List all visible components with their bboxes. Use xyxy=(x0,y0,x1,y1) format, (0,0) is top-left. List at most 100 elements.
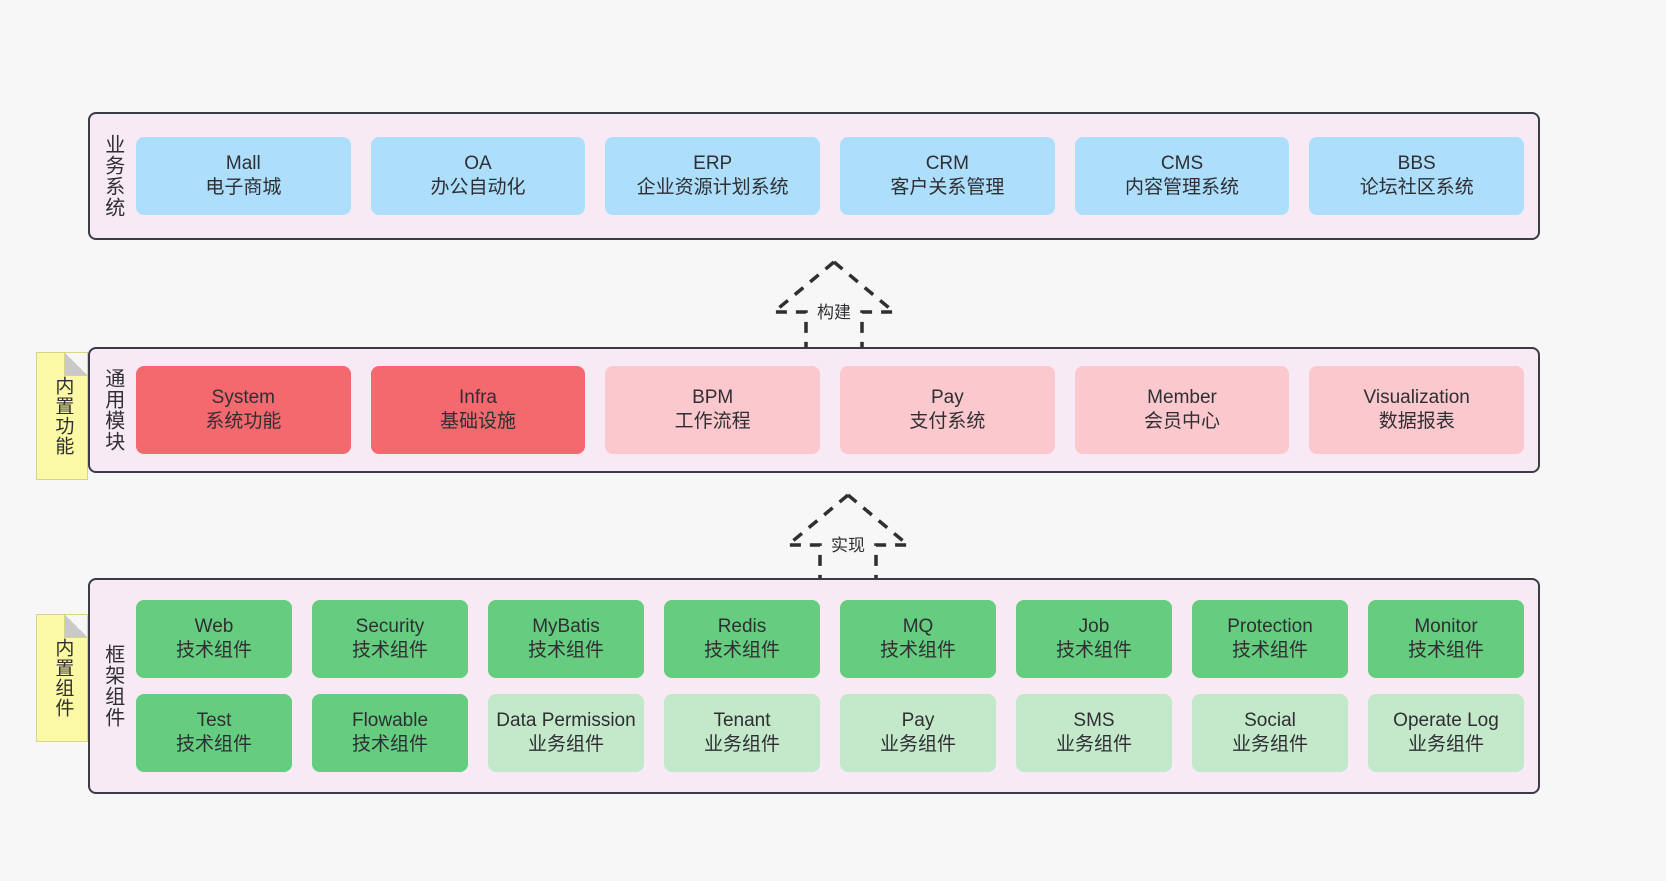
card-subtitle: 基础设施 xyxy=(440,411,517,432)
card-title: CRM xyxy=(925,152,969,174)
card-subtitle: 企业资源计划系统 xyxy=(636,177,789,198)
card-subtitle: 业务组件 xyxy=(879,734,956,755)
card-title: Test xyxy=(196,709,232,731)
card-subtitle: 数据报表 xyxy=(1378,411,1455,432)
card-subtitle: 客户关系管理 xyxy=(890,177,1005,198)
business-system-body: Mall 电子商城 OA 办公自动化 ERP 企业资源计划系统 CRM 客户关系… xyxy=(134,114,1538,238)
module-card-member[interactable]: Member 会员中心 xyxy=(1074,366,1290,454)
module-card-infra[interactable]: Infra 基础设施 xyxy=(370,366,586,454)
card-title: OA xyxy=(464,152,492,174)
card-subtitle: 业务组件 xyxy=(1407,734,1484,755)
generalization-arrow-icon xyxy=(783,493,913,581)
card-title: Visualization xyxy=(1363,386,1470,408)
card-title: MQ xyxy=(902,615,934,637)
note-label: 内置功能 xyxy=(52,376,74,456)
framework-components-body: Web 技术组件 Security 技术组件 MyBatis 技术组件 Redi… xyxy=(134,580,1538,792)
framework-card-security[interactable]: Security 技术组件 xyxy=(312,600,468,678)
card-subtitle: 会员中心 xyxy=(1144,411,1221,432)
note-label: 内置组件 xyxy=(52,638,74,718)
framework-card-mq[interactable]: MQ 技术组件 xyxy=(840,600,996,678)
folded-corner-icon xyxy=(64,615,87,638)
framework-card-test[interactable]: Test 技术组件 xyxy=(136,694,292,772)
framework-tech-row: Web 技术组件 Security 技术组件 MyBatis 技术组件 Redi… xyxy=(136,600,1524,678)
module-card-visualization[interactable]: Visualization 数据报表 xyxy=(1309,366,1525,454)
card-subtitle: 业务组件 xyxy=(1231,734,1308,755)
module-card-pay[interactable]: Pay 支付系统 xyxy=(840,366,1055,454)
business-system-card-row: Mall 电子商城 OA 办公自动化 ERP 企业资源计划系统 CRM 客户关系… xyxy=(136,137,1525,215)
business-card-cms[interactable]: CMS 内容管理系统 xyxy=(1074,137,1290,215)
card-subtitle: 技术组件 xyxy=(1055,640,1132,661)
card-title: Member xyxy=(1147,386,1217,408)
module-card-system[interactable]: System 系统功能 xyxy=(136,366,351,454)
framework-card-flowable[interactable]: Flowable 技术组件 xyxy=(312,694,468,772)
card-title: Tenant xyxy=(713,709,771,731)
card-subtitle: 技术组件 xyxy=(351,734,428,755)
card-subtitle: 系统功能 xyxy=(205,411,282,432)
card-title: Security xyxy=(355,615,425,637)
card-title: Mall xyxy=(225,152,261,174)
card-title: Job xyxy=(1078,615,1110,637)
card-subtitle: 技术组件 xyxy=(175,640,252,661)
common-modules-caption: 通用模块 xyxy=(101,368,124,452)
card-subtitle: 技术组件 xyxy=(527,640,604,661)
card-subtitle: 支付系统 xyxy=(909,411,986,432)
card-subtitle: 业务组件 xyxy=(1055,734,1132,755)
common-modules-card-row: System 系统功能 Infra 基础设施 BPM 工作流程 Pay 支付系统… xyxy=(136,366,1525,454)
card-title: Operate Log xyxy=(1393,709,1499,731)
card-subtitle: 技术组件 xyxy=(703,640,780,661)
card-subtitle: 业务组件 xyxy=(703,734,780,755)
business-card-bbs[interactable]: BBS 论坛社区系统 xyxy=(1309,137,1525,215)
card-title: System xyxy=(211,386,276,408)
framework-components-layer: 框架组件 Web 技术组件 Security 技术组件 MyBatis 技术组件… xyxy=(88,578,1540,794)
framework-card-monitor[interactable]: Monitor 技术组件 xyxy=(1368,600,1524,678)
note-builtin-features: 内置功能 xyxy=(36,352,88,480)
common-modules-layer: 通用模块 System 系统功能 Infra 基础设施 BPM 工作流程 Pay… xyxy=(88,347,1540,473)
framework-card-operate-log[interactable]: Operate Log 业务组件 xyxy=(1368,694,1524,772)
card-subtitle: 工作流程 xyxy=(674,411,751,432)
framework-card-data-permission[interactable]: Data Permission 业务组件 xyxy=(488,694,644,772)
framework-card-web[interactable]: Web 技术组件 xyxy=(136,600,292,678)
framework-card-protection[interactable]: Protection 技术组件 xyxy=(1192,600,1348,678)
framework-card-sms[interactable]: SMS 业务组件 xyxy=(1016,694,1172,772)
card-title: Flowable xyxy=(351,709,429,731)
card-title: Infra xyxy=(458,386,498,408)
card-title: Web xyxy=(194,615,234,637)
business-card-crm[interactable]: CRM 客户关系管理 xyxy=(840,137,1055,215)
card-subtitle: 技术组件 xyxy=(1231,640,1308,661)
card-title: Redis xyxy=(717,615,767,637)
generalization-arrow-icon xyxy=(769,260,899,348)
business-card-oa[interactable]: OA 办公自动化 xyxy=(370,137,586,215)
card-subtitle: 电子商城 xyxy=(205,177,282,198)
business-system-caption: 业务系统 xyxy=(101,134,124,218)
folded-corner-icon xyxy=(64,353,87,376)
card-title: BPM xyxy=(692,386,734,408)
card-subtitle: 内容管理系统 xyxy=(1125,177,1240,198)
card-title: Pay xyxy=(901,709,935,731)
card-title: MyBatis xyxy=(532,615,600,637)
card-title: CMS xyxy=(1160,152,1204,174)
connector-build: 构建 xyxy=(754,256,914,352)
note-builtin-components: 内置组件 xyxy=(36,614,88,742)
connector-build-label: 构建 xyxy=(817,303,851,322)
card-title: Monitor xyxy=(1414,615,1478,637)
framework-card-pay[interactable]: Pay 业务组件 xyxy=(840,694,996,772)
business-system-layer: 业务系统 Mall 电子商城 OA 办公自动化 ERP 企业资源计划系统 CRM… xyxy=(88,112,1540,240)
framework-card-social[interactable]: Social 业务组件 xyxy=(1192,694,1348,772)
card-title: Pay xyxy=(930,386,964,408)
business-card-erp[interactable]: ERP 企业资源计划系统 xyxy=(605,137,821,215)
module-card-bpm[interactable]: BPM 工作流程 xyxy=(605,366,821,454)
framework-card-job[interactable]: Job 技术组件 xyxy=(1016,600,1172,678)
card-subtitle: 技术组件 xyxy=(351,640,428,661)
card-title: ERP xyxy=(693,152,733,174)
card-title: BBS xyxy=(1397,152,1436,174)
connector-implement-label: 实现 xyxy=(831,536,865,555)
framework-components-caption: 框架组件 xyxy=(101,644,124,728)
framework-card-redis[interactable]: Redis 技术组件 xyxy=(664,600,820,678)
business-card-mall[interactable]: Mall 电子商城 xyxy=(136,137,351,215)
card-subtitle: 业务组件 xyxy=(527,734,604,755)
card-title: Data Permission xyxy=(496,709,636,731)
framework-card-mybatis[interactable]: MyBatis 技术组件 xyxy=(488,600,644,678)
connector-implement: 实现 xyxy=(768,489,928,585)
framework-card-tenant[interactable]: Tenant 业务组件 xyxy=(664,694,820,772)
